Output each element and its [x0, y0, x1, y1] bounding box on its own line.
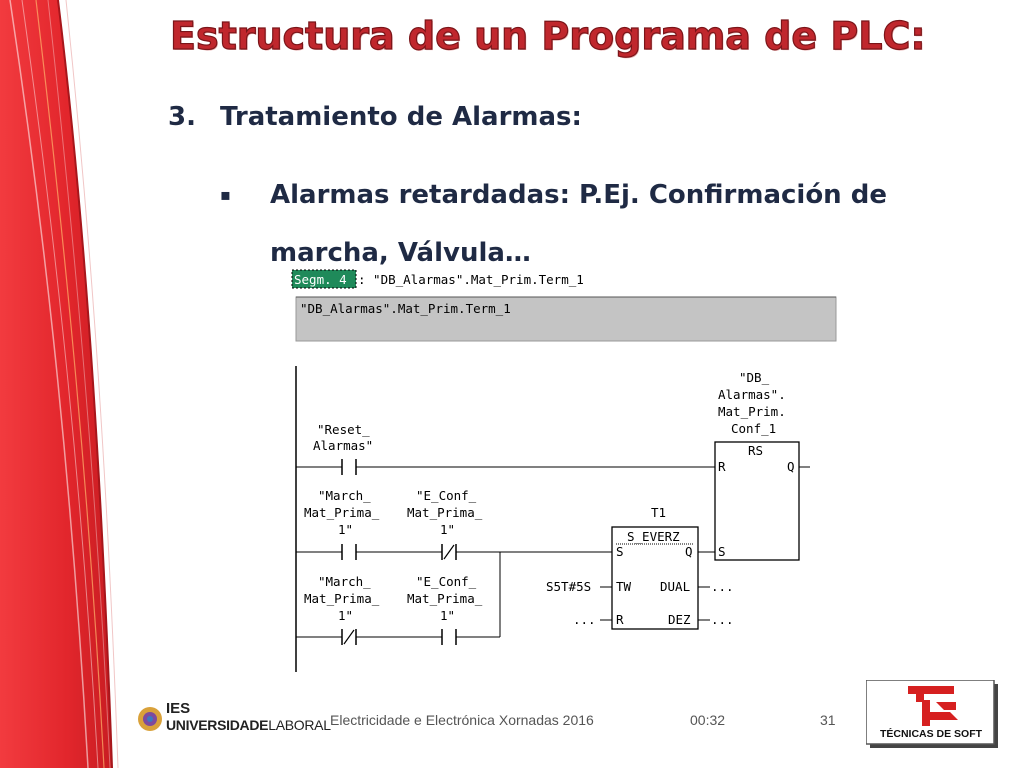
timer-pin-r: R: [616, 612, 624, 627]
reset-label-2: Alarmas": [313, 438, 373, 453]
univ-logo-text: UNIVERSIDADELABORAL: [166, 717, 331, 733]
footer-page-number: 31: [820, 712, 836, 728]
timer-pin-s: S: [616, 544, 624, 559]
march1-label-3: 1": [338, 522, 353, 537]
ies-logo-text: IES: [166, 700, 191, 717]
econf2-label-2: Mat_Prima_: [407, 591, 483, 606]
timer-dez-value: ...: [711, 612, 734, 627]
timer-r-value: ...: [573, 612, 596, 627]
timer-pin-tw: TW: [616, 579, 632, 594]
footer-event: Electricidade e Electrónica Xornadas 201…: [330, 712, 594, 728]
march2-label-2: Mat_Prima_: [304, 591, 380, 606]
econf1-label-3: 1": [440, 522, 455, 537]
segment-badge-bg: [292, 270, 356, 288]
ladder-diagram: Segm. 4 : "DB_Alarmas".Mat_Prim.Term_1 "…: [291, 269, 837, 672]
left-decoration: [0, 0, 119, 768]
tecnicas-logo-icon: [865, 679, 998, 748]
ies-logo: IES UNIVERSIDADELABORAL: [136, 700, 331, 740]
slide-title: Estructura de un Programa de PLC:: [169, 13, 926, 58]
rs-output-label-3: Mat_Prim.: [718, 404, 786, 419]
timer-tw-value: S5T#5S: [546, 579, 591, 594]
segment-title: : "DB_Alarmas".Mat_Prim.Term_1: [358, 272, 584, 287]
econf2-label-3: 1": [440, 608, 455, 623]
segment-badge: Segm. 4: [294, 272, 347, 287]
econf2-label-1: "E_Conf_: [416, 574, 477, 589]
bullet-marker: ▪: [220, 185, 231, 204]
rs-pin-q: Q: [787, 459, 795, 474]
tecnicas-de-soft-logo: TÉCNICAS DE SOFT: [865, 679, 1000, 750]
march2-label-1: "March_: [318, 574, 371, 589]
timer-block-name: S_EVERZ: [627, 529, 680, 544]
rs-output-label-1: "DB_: [739, 370, 770, 385]
comment-text: "DB_Alarmas".Mat_Prim.Term_1: [300, 301, 511, 316]
econf1-label-1: "E_Conf_: [416, 488, 477, 503]
rs-block: [714, 441, 800, 561]
bullet-text: Alarmas retardadas: P.Ej. Confirmación d…: [270, 180, 887, 268]
comment-box: [295, 296, 837, 342]
ies-emblem-icon: [138, 707, 162, 731]
timer-pin-dual: DUAL: [660, 579, 690, 594]
march1-label-2: Mat_Prima_: [304, 505, 380, 520]
rs-output-label-2: Alarmas".: [718, 387, 786, 402]
march1-label-1: "March_: [318, 488, 371, 503]
timer-pin-dez: DEZ: [668, 612, 691, 627]
rs-output-label-4: Conf_1: [731, 421, 776, 436]
rs-pin-s: S: [718, 544, 726, 559]
econf1-label-2: Mat_Prima_: [407, 505, 483, 520]
item-number: 3.: [168, 102, 196, 132]
march2-label-3: 1": [338, 608, 353, 623]
rs-block-name: RS: [748, 443, 763, 458]
item-text: Tratamiento de Alarmas:: [220, 102, 582, 132]
timer-dual-value: ...: [711, 579, 734, 594]
reset-label-1: "Reset_: [317, 422, 370, 437]
numbered-item: 3. Tratamiento de Alarmas:: [168, 102, 582, 132]
footer-time: 00:32: [690, 712, 726, 728]
timer-name: T1: [651, 505, 666, 520]
timer-pin-q: Q: [685, 544, 693, 559]
rs-pin-r: R: [718, 459, 726, 474]
tecnicas-logo-text: TÉCNICAS DE SOFT: [879, 728, 983, 740]
